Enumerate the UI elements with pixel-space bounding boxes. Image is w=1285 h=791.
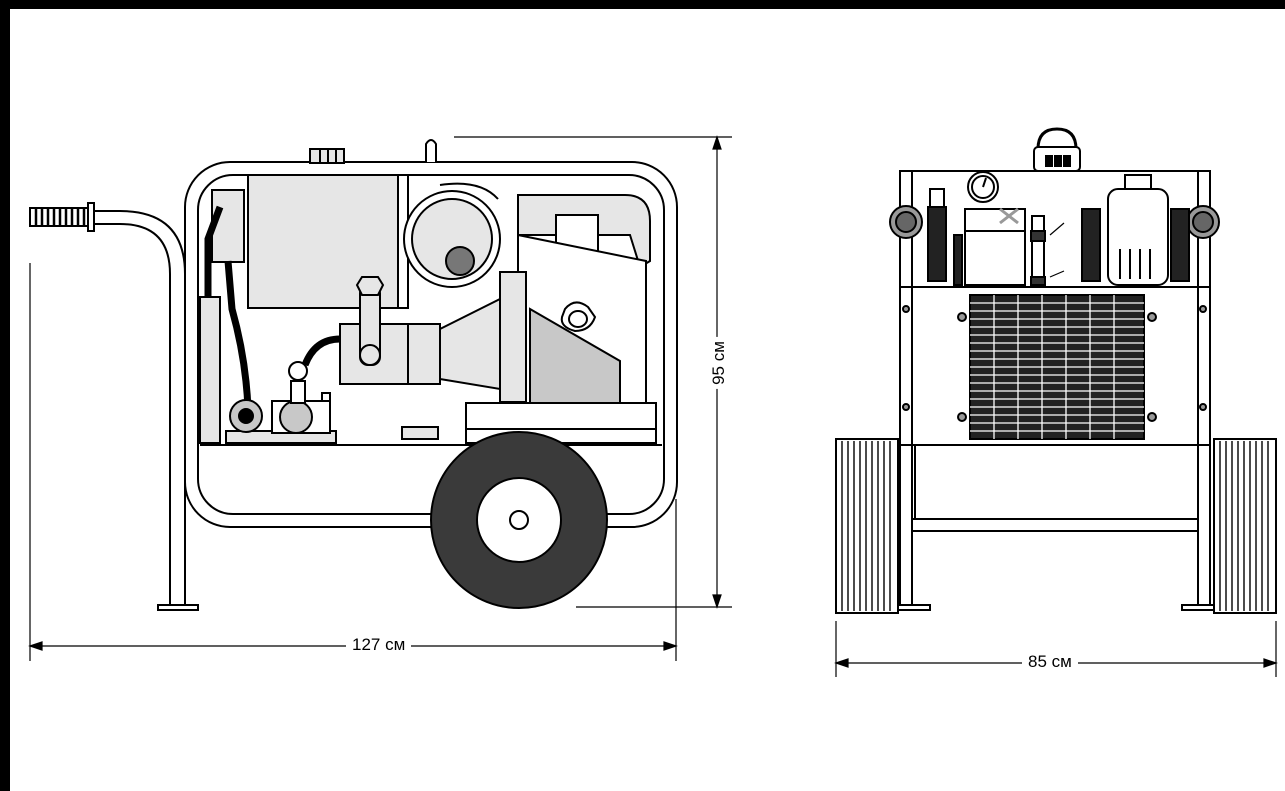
- outlet-valve: [279, 400, 313, 434]
- center-filter: [1081, 208, 1101, 282]
- right-wheel: [1213, 438, 1277, 614]
- bottom-tray: [914, 444, 1200, 520]
- drain-plug: [401, 426, 439, 440]
- oil-tank: [1107, 188, 1169, 286]
- battery: [199, 296, 221, 444]
- handle-foot: [157, 604, 199, 611]
- left-filter: [927, 206, 947, 282]
- height-dimension-label: 95 см: [708, 337, 729, 389]
- side-dimensions: [28, 135, 732, 661]
- engine-block: [247, 174, 399, 309]
- right-filter: [1170, 208, 1190, 282]
- diagram-canvas: 127 см 95 см 85 см: [10, 9, 1285, 791]
- width-dimension-label: 85 см: [1022, 652, 1078, 672]
- wheel-hub: [509, 510, 529, 530]
- technical-drawing: [28, 127, 1278, 677]
- exhaust-pipe: [425, 139, 437, 162]
- left-wheel: [835, 438, 899, 614]
- filter-cap: [445, 246, 475, 276]
- side-view: [29, 139, 678, 611]
- lifting-handle: [1036, 127, 1078, 164]
- length-dimension-label: 127 см: [346, 635, 412, 655]
- air-intake: [211, 189, 245, 263]
- front-view: [835, 127, 1277, 614]
- right-leg: [1197, 444, 1211, 610]
- left-leg: [899, 444, 913, 610]
- generator-base: [465, 402, 657, 430]
- handle: [29, 202, 199, 611]
